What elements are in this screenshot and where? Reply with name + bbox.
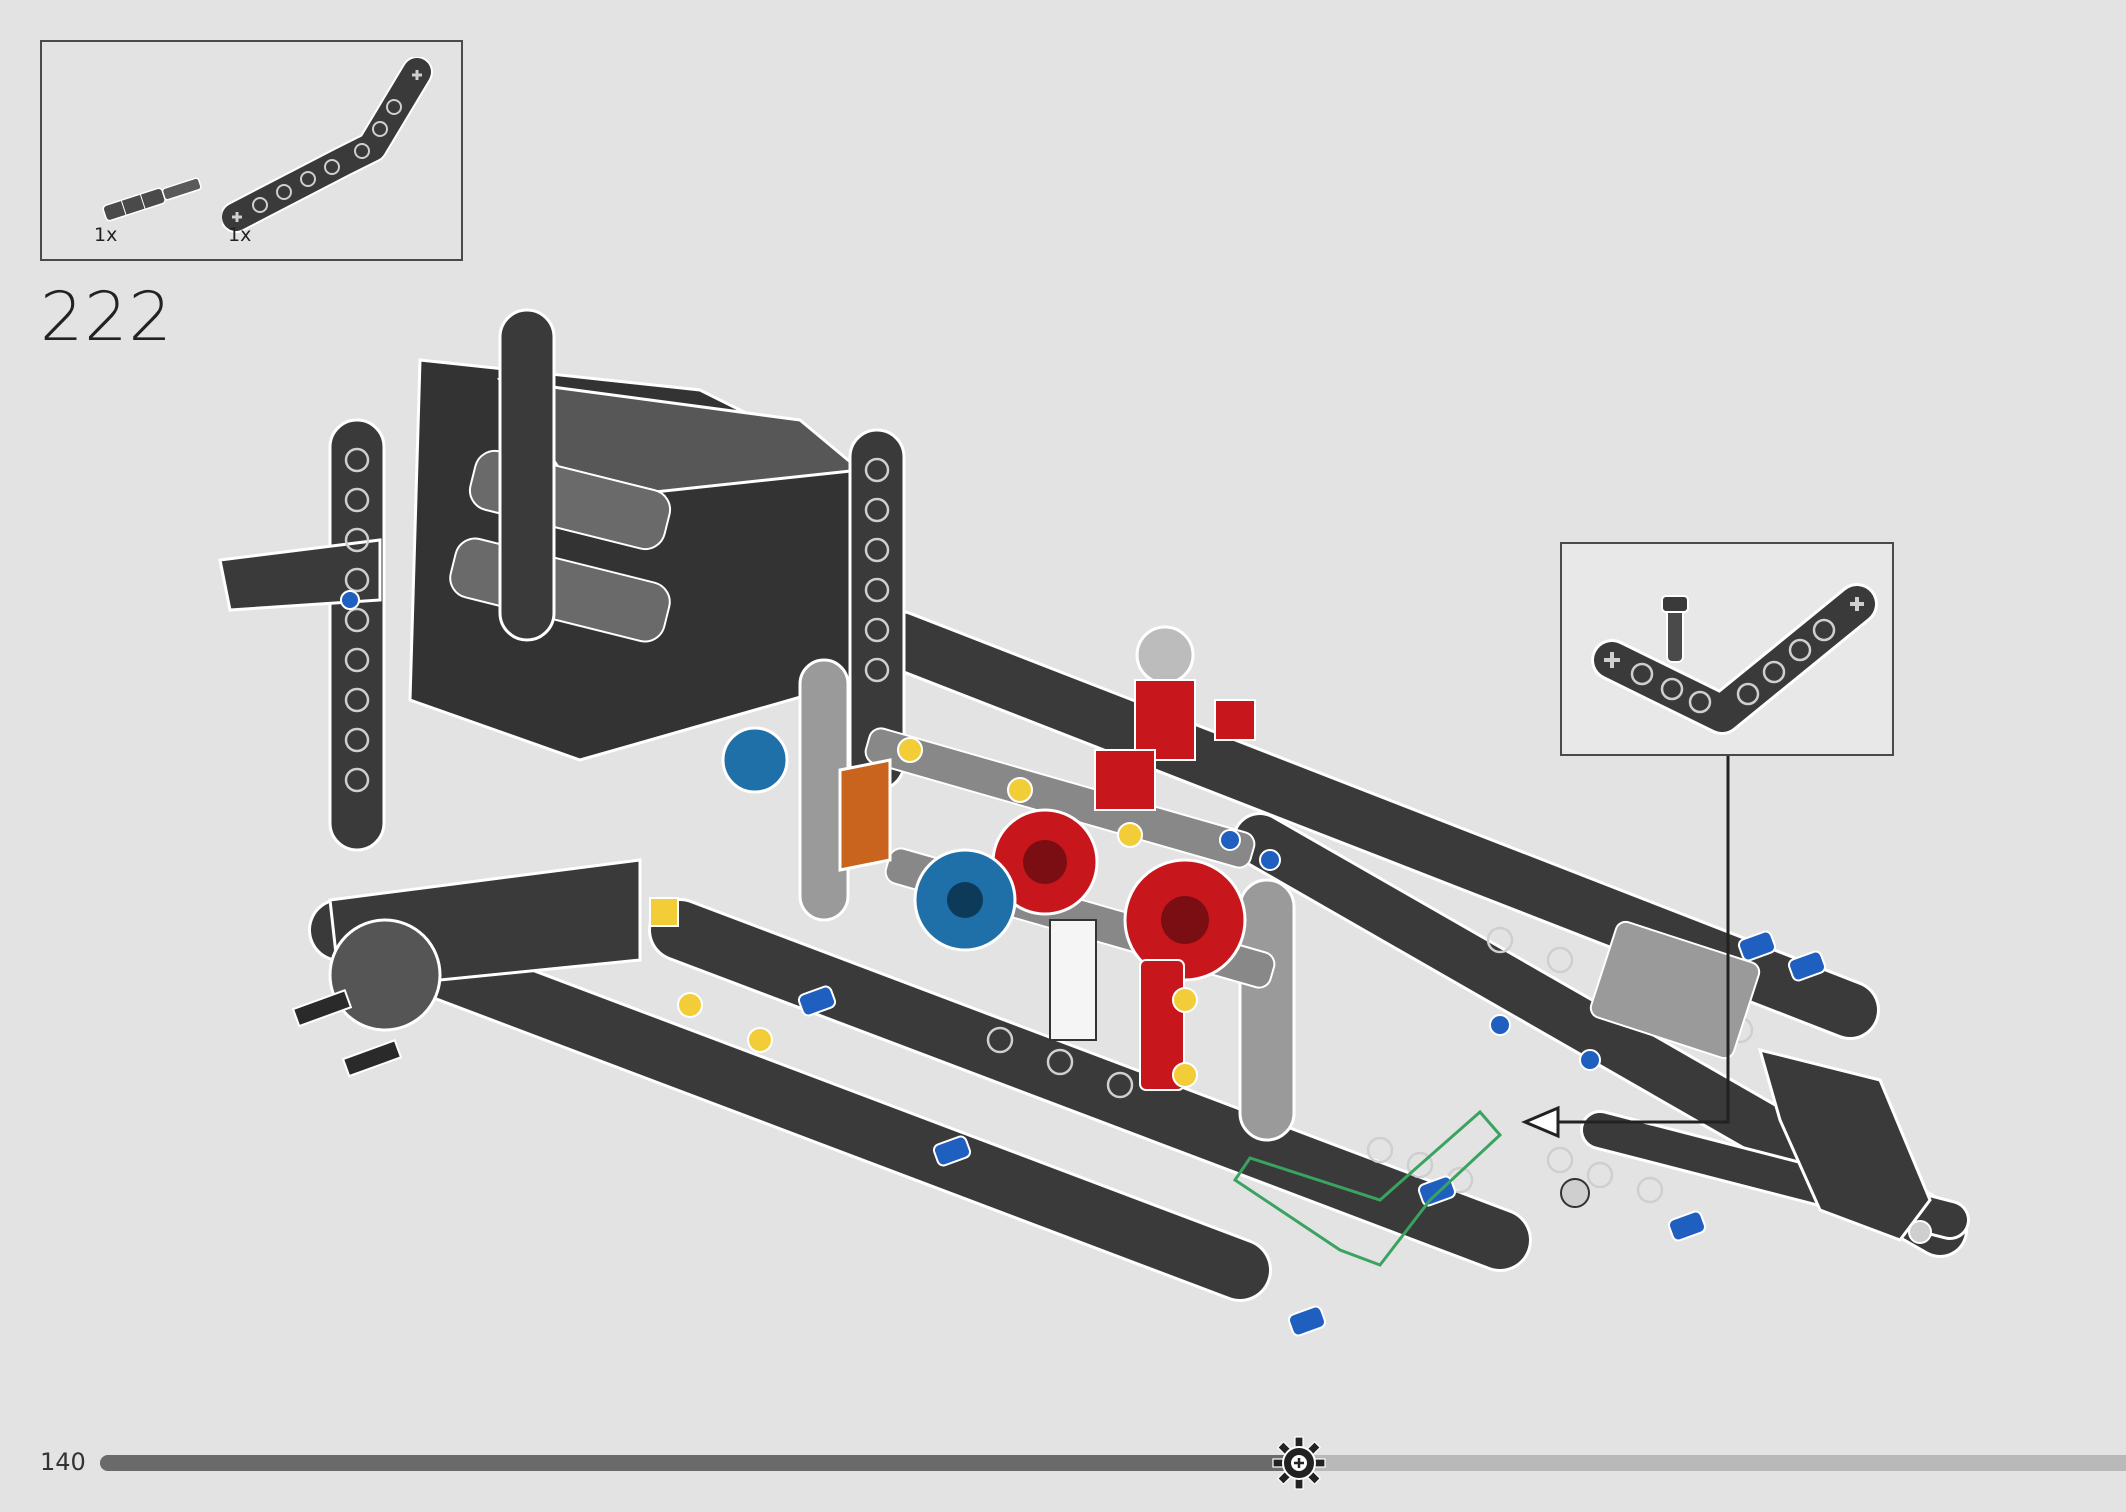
chassis-assembly: [218, 308, 1970, 1337]
callout-arrow: [1521, 1105, 1560, 1139]
part-quantity-1: 1x: [94, 224, 118, 246]
bent-beam-icon: [222, 57, 433, 233]
gear-icon: [1272, 1436, 1326, 1490]
step-number: 222: [40, 278, 173, 357]
sub-assembly-callout: [1560, 542, 1894, 756]
sub-assembly-icon: [1591, 583, 1878, 735]
progress-bar: [100, 1436, 2126, 1490]
new-part-highlight: [1232, 1109, 1503, 1267]
part-quantity-2: 1x: [228, 224, 252, 246]
axle-pin-icon: [102, 177, 202, 222]
parts-list-box: 1x 1x: [40, 40, 463, 261]
progress-fill: [100, 1455, 1299, 1471]
page-number: 140: [40, 1448, 86, 1476]
callout-connector: [1530, 756, 1730, 1124]
